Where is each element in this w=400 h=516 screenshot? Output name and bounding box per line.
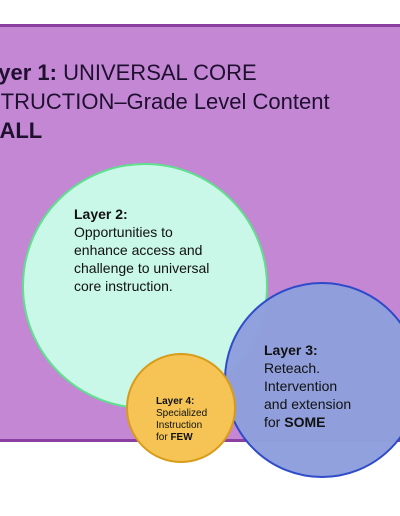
layer2-label: Layer 2: Opportunities to enhance access… [74,205,254,295]
layer1-heading: ayer 1: [0,60,57,85]
layer1-line3: r ALL [0,116,400,145]
layer1-line2: STRUCTION–Grade Level Content [0,89,330,114]
layer4-last-line: for FEW [156,432,226,444]
layer4-circle [126,353,236,463]
layer3-line: Intervention [264,378,338,394]
layer3-line: Reteach. [264,360,321,376]
layer4-line: Instruction [156,420,203,431]
layer4-heading: Layer 4: [156,396,195,407]
layer1-label: ayer 1: UNIVERSAL CORE STRUCTION–Grade L… [0,58,400,145]
layer4-last-bold: FEW [170,432,193,443]
layer4-label: Layer 4: Specialized Instruction for FEW [156,396,226,444]
layer1-line1-rest: UNIVERSAL CORE [56,60,257,85]
layer3-heading: Layer 3: [264,342,318,358]
layer2-line: challenge to universal [74,260,210,276]
layer3-line: and extension [264,396,352,412]
layer3-circle [224,282,400,478]
layer2-line: Opportunities to [74,224,173,240]
layer2-line: enhance access and [74,242,203,258]
layer4-last-prefix: for [156,432,171,443]
layer3-last-bold: SOME [284,414,326,430]
layer2-heading: Layer 2: [74,206,128,222]
layer3-label: Layer 3: Reteach. Intervention and exten… [264,341,394,431]
layer3-last-prefix: for [264,414,285,430]
layer2-line: core instruction. [74,278,173,294]
layer4-line: Specialized [156,408,208,419]
layer1-line1: ayer 1: UNIVERSAL CORE [0,58,400,87]
layer1-line3-bold: ALL [0,118,43,143]
layer3-last-line: for SOME [264,413,394,431]
